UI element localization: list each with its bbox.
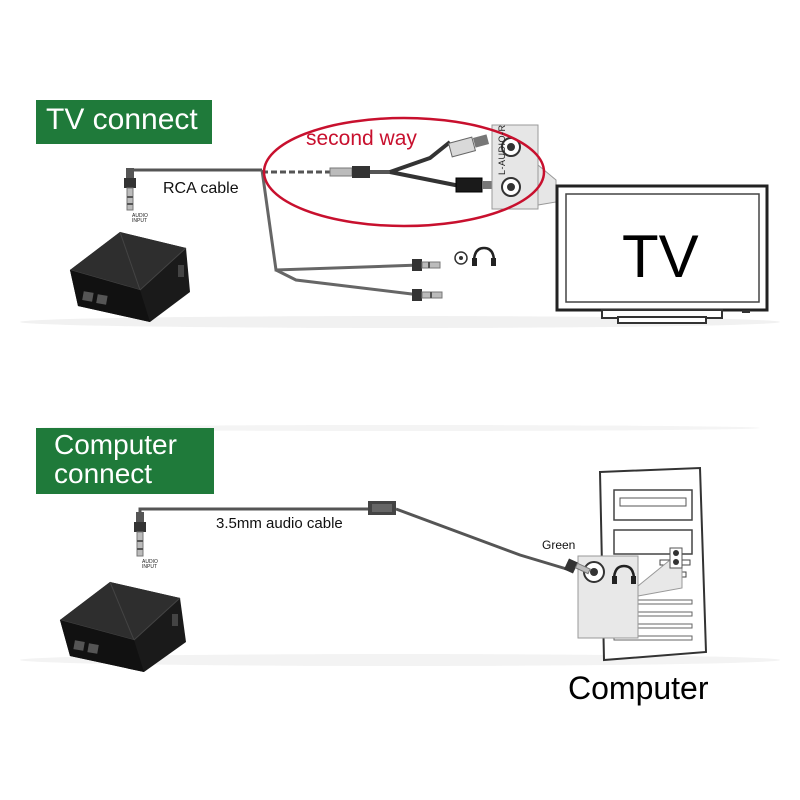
pc-audio-plug	[563, 558, 591, 575]
pc-jack-label-line2: INPUT	[142, 564, 157, 570]
tv-jack-label-line2: INPUT	[132, 218, 147, 224]
second-way-label: second way	[306, 127, 417, 150]
computer-connect-heading-line2: connect	[54, 458, 153, 490]
audio-cable-first-half	[138, 507, 370, 512]
rca-cable-main	[128, 168, 262, 172]
branch-cable-lower	[275, 268, 421, 297]
rca-cable-label: RCA cable	[163, 180, 239, 197]
jack-port-icon	[454, 251, 468, 265]
computer-caption: Computer	[568, 670, 709, 706]
tv-screen-text: TV	[622, 223, 699, 290]
computer-connect-heading: Computer connect	[36, 428, 214, 494]
branch-plug-upper	[412, 259, 441, 271]
tv-connect-heading: TV connect	[36, 100, 212, 144]
audio-cable-second-half	[395, 507, 571, 572]
tv-monitor	[555, 184, 769, 324]
bluetooth-device-tv	[69, 231, 190, 322]
second-way-highlight	[262, 116, 546, 228]
section-divider-shadow	[40, 425, 760, 431]
rca-plug-black	[455, 177, 494, 193]
device-jack-plug-pc	[134, 512, 146, 557]
audio-cable-label: 3.5mm audio cable	[216, 515, 343, 532]
headphones-icon	[472, 246, 496, 266]
second-way-jack-plug	[329, 166, 390, 178]
green-port-label: Green	[542, 538, 576, 552]
headphones-icon-pc	[612, 564, 636, 584]
branch-plug-lower	[412, 289, 443, 301]
pc-jack-label: AUDIO INPUT	[142, 560, 158, 570]
computer-connect-heading-line1: Computer	[54, 429, 177, 460]
rca-plug-white	[447, 134, 490, 158]
rca-splitter-cable-white	[389, 140, 452, 174]
floor-shadow	[20, 316, 780, 328]
cable-middle-connector	[368, 501, 396, 515]
rca-splitter-cable-red	[389, 170, 461, 188]
bluetooth-device-pc	[59, 581, 186, 672]
rca-port-label: L-AUDIO-R	[497, 124, 507, 175]
tv-jack-label-line1: AUDIO	[132, 213, 148, 219]
tv-connect-heading-text: TV connect	[46, 103, 198, 136]
device-jack-plug-tv	[124, 168, 136, 211]
pc-jack-label-line1: AUDIO	[142, 559, 158, 565]
tv-jack-label: AUDIO INPUT	[132, 214, 148, 224]
floor-shadow-pc	[20, 654, 780, 666]
green-audio-port	[583, 561, 605, 583]
